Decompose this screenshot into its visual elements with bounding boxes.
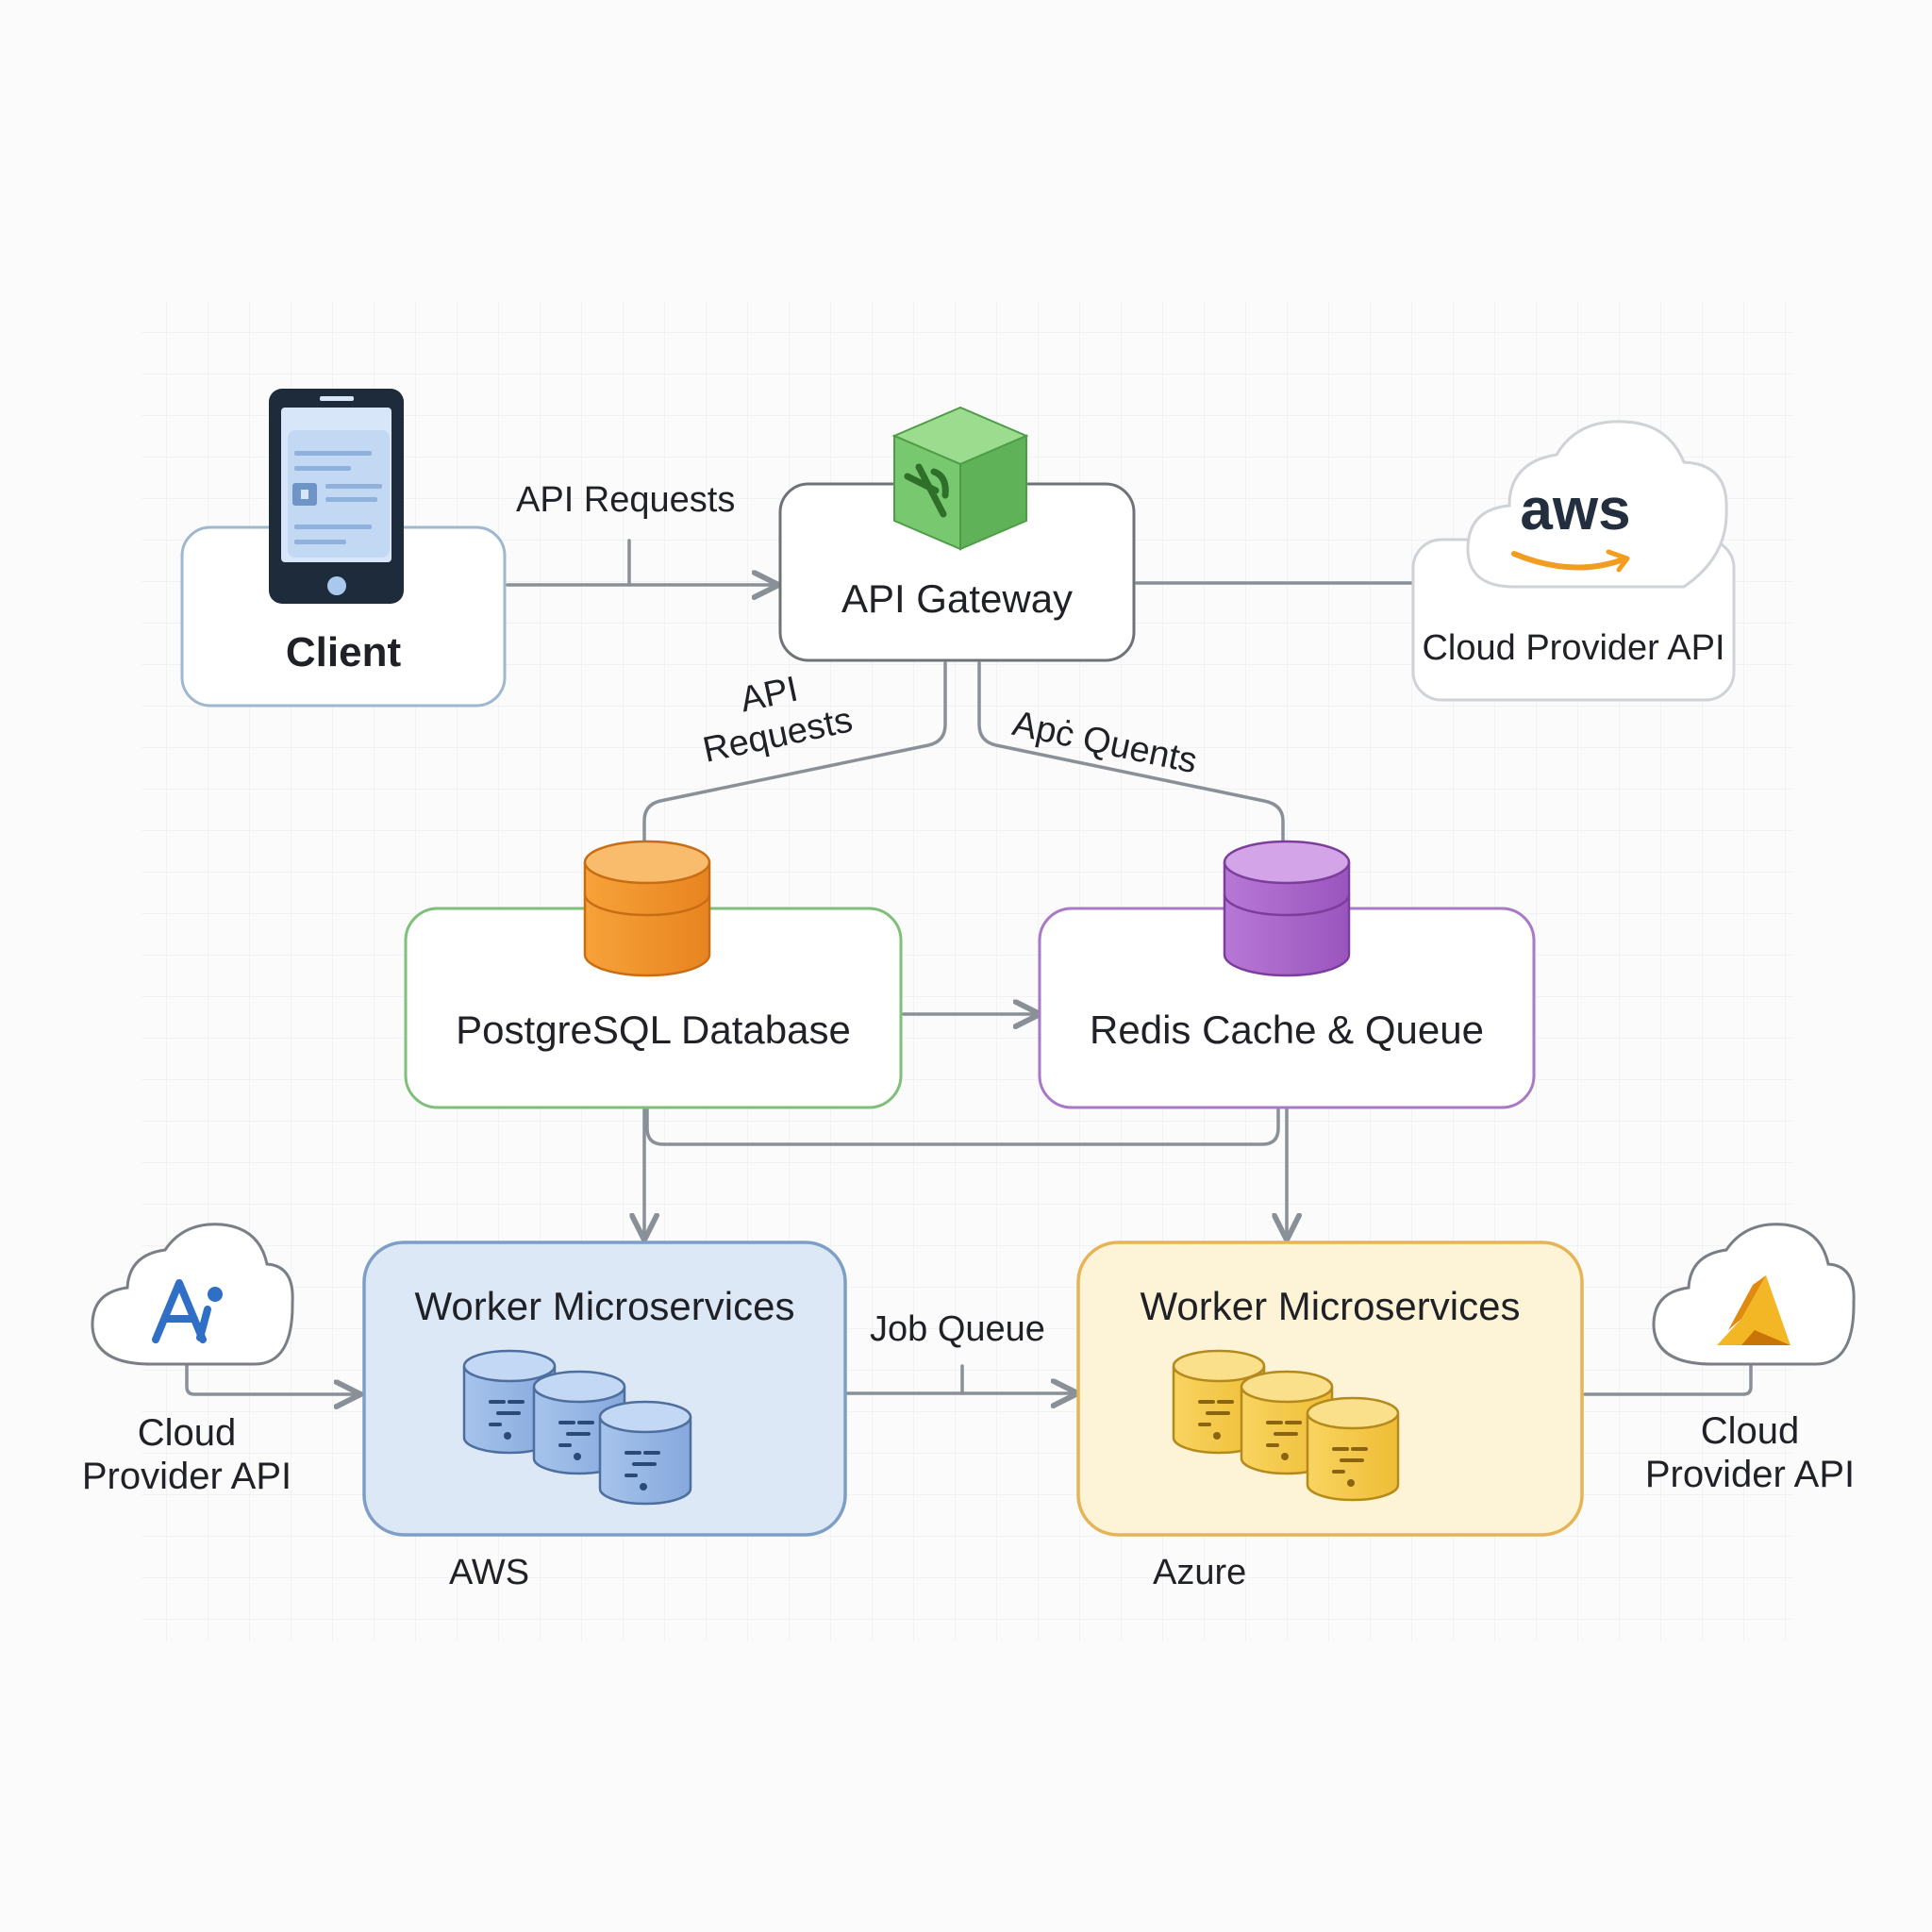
aws-logo-text: aws	[1520, 477, 1631, 542]
workers-aws-caption: AWS	[449, 1553, 530, 1592]
workers-azure-caption: Azure	[1153, 1553, 1247, 1592]
smartphone-icon	[269, 389, 404, 604]
edge-gateway-postgres	[642, 661, 947, 847]
workers-azure-label: Worker Microservices	[1140, 1284, 1521, 1328]
cloud-left-label: Cloud Provider API	[81, 1412, 292, 1497]
client-label: Client	[285, 629, 402, 675]
cloud-azure-icon	[1652, 1223, 1856, 1366]
database-cluster-icon	[462, 1349, 692, 1506]
connectors	[185, 539, 1753, 1396]
edge-gateway-redis	[977, 661, 1285, 847]
cube-icon	[891, 406, 1029, 551]
aws-cloud-icon	[1466, 420, 1728, 589]
database-icon	[583, 840, 711, 977]
workers-aws-label: Worker Microservices	[414, 1284, 795, 1328]
edge-label-client-gateway: API Requests	[516, 480, 736, 520]
redis-label: Redis Cache & Queue	[1090, 1008, 1484, 1052]
edge-db-merge	[645, 1108, 1280, 1146]
gateway-label: API Gateway	[841, 576, 1074, 621]
database-cluster-icon	[1172, 1349, 1400, 1502]
edge-label-workers-link: Job Queue	[870, 1309, 1045, 1349]
edge-cloud-left-workers	[185, 1364, 358, 1394]
cloud-right-label: Cloud Provider API	[1644, 1410, 1856, 1495]
postgres-label: PostgreSQL Database	[456, 1008, 851, 1052]
database-icon	[1223, 840, 1351, 977]
cloud-ai-icon	[91, 1223, 294, 1366]
edge-workers-cloud-right	[1583, 1364, 1753, 1396]
aws-cloud-label: Cloud Provider API	[1422, 628, 1725, 668]
